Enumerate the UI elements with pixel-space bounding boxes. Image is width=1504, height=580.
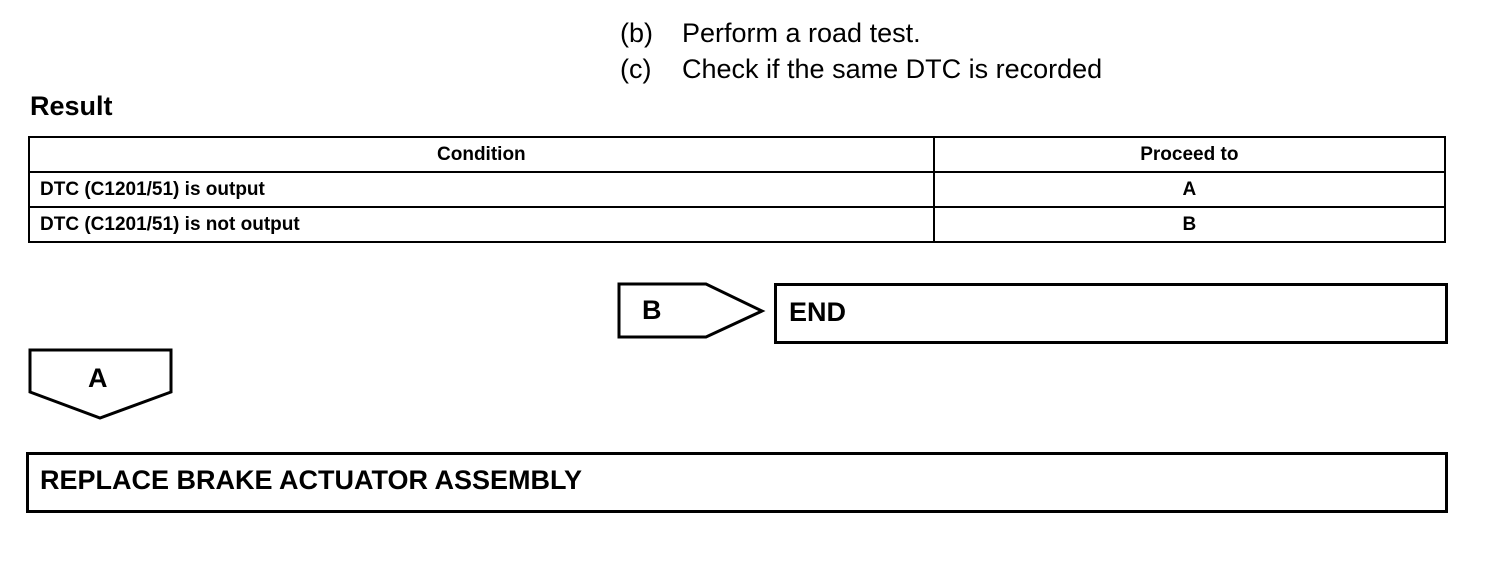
end-box: [774, 283, 1448, 344]
table-row: DTC (C1201/51) is not output B: [28, 206, 1447, 243]
step-c-text: Check if the same DTC is recorded: [682, 54, 1103, 84]
branch-a-arrow-shape: [28, 348, 173, 420]
condition-cell: DTC (C1201/51) is output: [28, 171, 935, 208]
proceed-cell: A: [932, 171, 1447, 208]
step-b-line: (b) Perform a road test.: [620, 17, 921, 49]
step-b-marker: (b): [620, 18, 653, 48]
action-text: REPLACE BRAKE ACTUATOR ASSEMBLY: [40, 465, 583, 495]
result-table: Condition Proceed to DTC (C1201/51) is o…: [28, 136, 1447, 243]
step-c-marker: (c): [620, 54, 652, 84]
branch-b-arrow-shape: [617, 282, 766, 339]
proceed-cell: B: [932, 206, 1447, 243]
table-header-row: Condition Proceed to: [28, 136, 1447, 173]
table-row: DTC (C1201/51) is output A: [28, 171, 1447, 208]
end-text: END: [789, 297, 847, 327]
step-b-text: Perform a road test.: [682, 18, 921, 48]
column-header-proceed-to: Proceed to: [932, 136, 1447, 173]
action-box: [26, 452, 1448, 513]
result-heading: Result: [30, 91, 113, 121]
condition-cell: DTC (C1201/51) is not output: [28, 206, 935, 243]
branch-b-label: B: [642, 295, 662, 325]
column-header-condition: Condition: [28, 136, 935, 173]
step-c-line: (c) Check if the same DTC is recorded: [620, 53, 1102, 85]
branch-a-label: A: [88, 363, 108, 393]
